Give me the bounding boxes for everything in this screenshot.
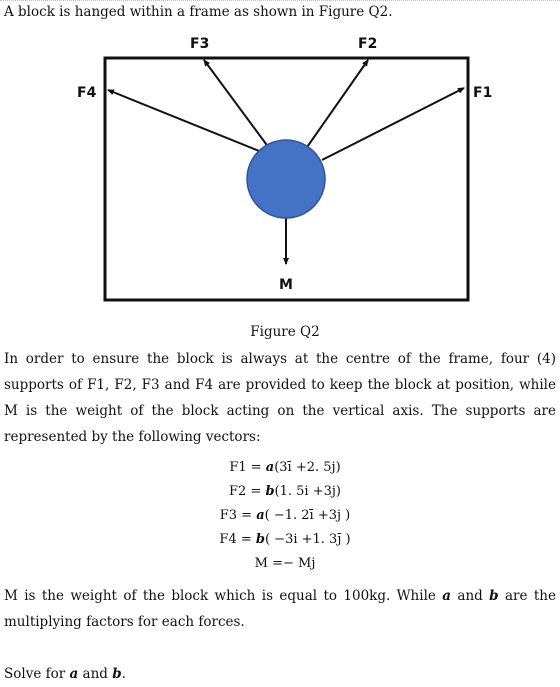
f2-arrow [304, 59, 369, 151]
label-f4: F4 [77, 85, 97, 101]
equation-factor: b [265, 484, 275, 499]
equation-rhs: (1. 5i +3j) [274, 484, 341, 499]
equation-rhs: (3ī +2. 5j) [274, 460, 341, 475]
equation-lhs: F1 = [229, 460, 266, 475]
equation-factor: a [265, 460, 275, 475]
variable-a: a [442, 588, 452, 604]
equation-factor: b [255, 532, 265, 547]
paragraph-task: Solve for a and b. [4, 661, 556, 687]
label-f3: F3 [190, 36, 209, 52]
equation-f4: F4 = b( −3i +1. 3j̄ ) [0, 528, 560, 552]
paragraph-supports: In order to ensure the block is always a… [4, 351, 556, 445]
equation-lhs: F3 = [219, 508, 257, 523]
equation-rhs: ( −3i +1. 3j̄ ) [264, 532, 351, 547]
equation-m: M =− Mj [0, 552, 560, 576]
text-run: Solve for [4, 666, 70, 682]
text-run: and [451, 588, 490, 604]
text-run: M is the weight of the block which is eq… [4, 588, 443, 604]
equation-lhs: F4 = [219, 532, 256, 547]
top-separator [0, 0, 560, 1]
intro-text: A block is hanged within a frame as show… [4, 4, 393, 20]
label-f1: F1 [473, 85, 492, 101]
frame-rectangle [103, 56, 470, 302]
block [246, 139, 326, 219]
equation-factor: a [256, 508, 265, 523]
variable-b: b [489, 588, 499, 604]
equation-f2: F2 = b(1. 5i +3j) [0, 480, 560, 504]
text-run: and [78, 666, 113, 682]
f4-arrow [107, 89, 270, 156]
figure-q2: F3 F2 F4 F1 M [77, 36, 492, 302]
text-run: . [121, 666, 126, 682]
paragraph-weight: M is the weight of the block which is eq… [4, 583, 556, 635]
variable-a: a [69, 666, 79, 682]
f1-arrow [321, 87, 465, 161]
equation-lhs: M =− Mj [254, 556, 316, 571]
equation-lhs: F2 = [229, 484, 266, 499]
text-run: are the multiplying factors for each for… [4, 588, 556, 630]
variable-b: b [112, 666, 122, 682]
figure-caption: Figure Q2 [250, 324, 320, 340]
equation-list: F1 = a(3ī +2. 5j) F2 = b(1. 5i +3j) F3 =… [0, 456, 560, 576]
label-f2: F2 [358, 36, 377, 52]
equation-f1: F1 = a(3ī +2. 5j) [0, 456, 560, 480]
equation-rhs: ( −1. 2ī +3j ) [264, 508, 351, 523]
equation-f3: F3 = a( −1. 2ī +3j ) [0, 504, 560, 528]
f3-arrow [203, 59, 273, 153]
label-m: M [279, 277, 293, 293]
